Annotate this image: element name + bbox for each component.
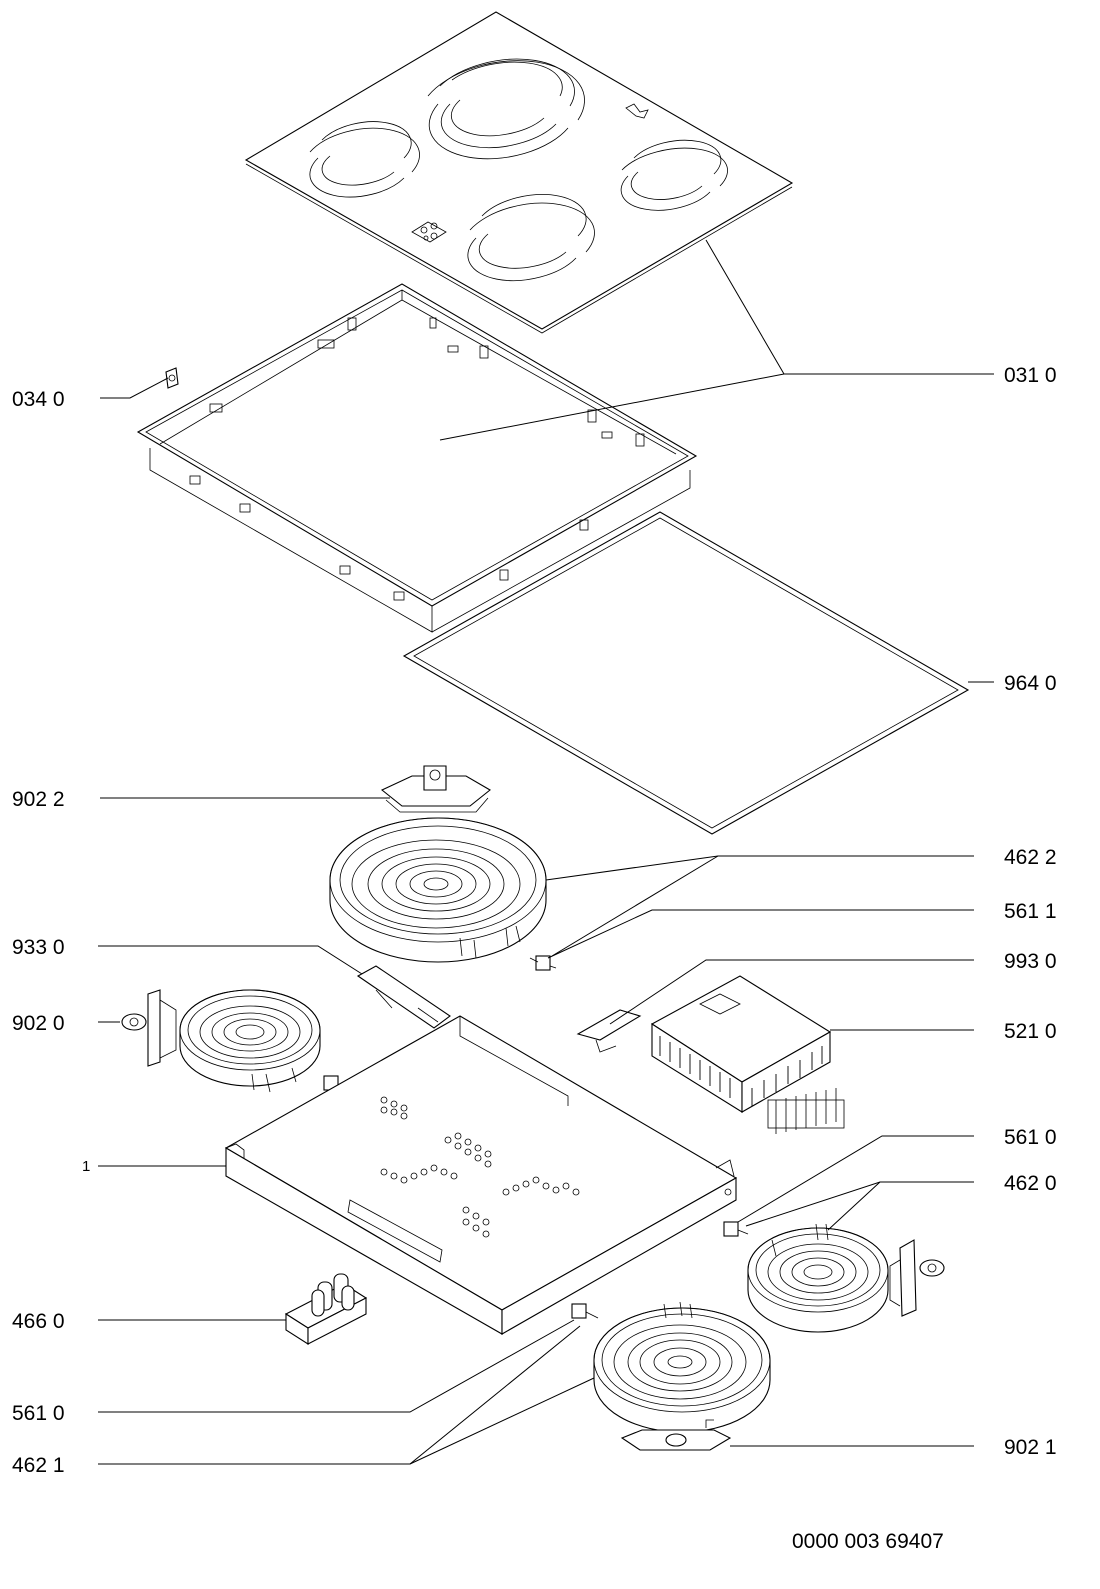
connector-466-0: [284, 1273, 368, 1346]
label-034-0: 034 0: [12, 388, 65, 411]
label-902-1: 902 1: [1004, 1436, 1057, 1459]
clip-034-0: [165, 367, 179, 389]
label-561-1: 561 1: [1004, 900, 1057, 923]
hotplate-462-2: [329, 817, 547, 963]
bracket-902-right: [889, 1239, 945, 1317]
leader-lines: [98, 239, 994, 1465]
part-labels: 031 0 034 0 964 0 902 2 462 2 561 1 933 …: [12, 364, 1057, 1553]
terminal-561-0-right: [723, 1221, 749, 1237]
label-1: 1: [82, 1158, 90, 1175]
gasket-964-0: [402, 511, 970, 835]
hotplate-462-0: [747, 1223, 889, 1333]
drawing-code: 0000 003 69407: [792, 1530, 944, 1553]
brand-logo-icon: [625, 103, 649, 119]
ceramic-glass-top: [244, 11, 794, 334]
label-933-0: 933 0: [12, 936, 65, 959]
bracket-902-1: [620, 1419, 732, 1451]
label-902-0: 902 0: [12, 1012, 65, 1035]
label-521-0: 521 0: [1004, 1020, 1057, 1043]
terminal-561-1: [529, 955, 557, 971]
label-561-0-front: 561 0: [12, 1402, 65, 1425]
bracket-902-0: [121, 989, 177, 1067]
vent-holes: [380, 1096, 580, 1238]
label-466-0: 466 0: [12, 1310, 65, 1333]
label-462-0: 462 0: [1004, 1172, 1057, 1195]
label-561-0-right: 561 0: [1004, 1126, 1057, 1149]
label-902-2: 902 2: [12, 788, 65, 811]
terminal-561-0-front: [571, 1303, 599, 1319]
hotplate-left: [179, 989, 321, 1093]
control-unit-521-0: [650, 975, 845, 1134]
base-tray: [224, 1015, 738, 1335]
label-031-0: 031 0: [1004, 364, 1057, 387]
label-462-1: 462 1: [12, 1454, 65, 1477]
label-964-0: 964 0: [1004, 672, 1057, 695]
clip-993-0: [576, 1009, 642, 1053]
label-993-0: 993 0: [1004, 950, 1057, 973]
frame-tabs: [189, 317, 645, 601]
control-symbol-icon: [411, 221, 447, 243]
bracket-933-0: [356, 965, 451, 1029]
terminal-block-pins: [767, 1088, 845, 1134]
cooking-zone-markings: [309, 58, 728, 282]
label-462-2: 462 2: [1004, 846, 1057, 869]
hotplate-462-1: [593, 1301, 771, 1433]
hob-frame: [136, 283, 698, 633]
bracket-902-2: [380, 765, 491, 813]
